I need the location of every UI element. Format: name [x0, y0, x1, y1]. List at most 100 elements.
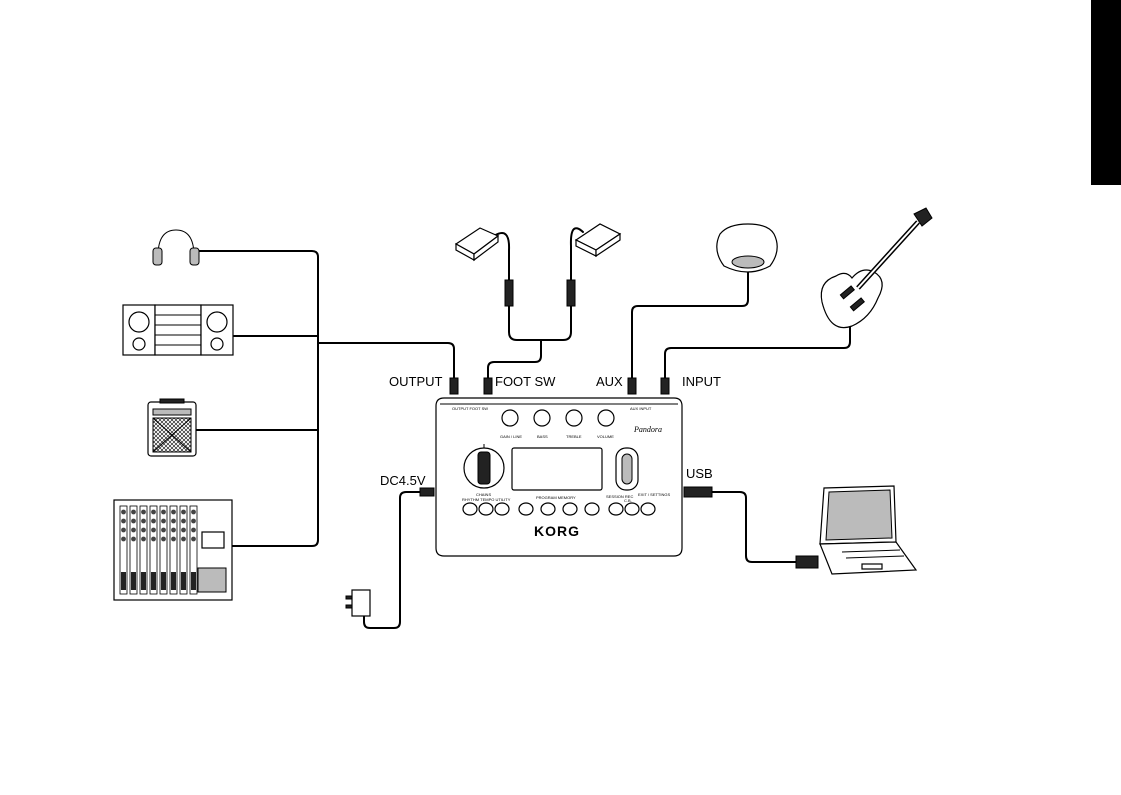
- cb-label: C.B.: [624, 498, 632, 503]
- mixer-knob: [131, 519, 136, 524]
- treble-knob[interactable]: [566, 410, 582, 426]
- rhythm-tempo-utility-label: RHYTHM TEMPO UTILITY: [462, 497, 511, 502]
- input-plug: [661, 378, 669, 394]
- mixer-knob: [131, 510, 136, 515]
- fs-plug-right: [567, 280, 575, 306]
- mixer-knob: [191, 528, 196, 533]
- section-tab: [1091, 0, 1121, 185]
- cb-button[interactable]: [625, 503, 639, 515]
- mixer-knob: [151, 519, 156, 524]
- mixer-knob: [151, 537, 156, 542]
- brand-logo: KORG: [534, 523, 580, 539]
- program-memory-label: PROGRAM MEMORY: [536, 495, 576, 500]
- knob-label-bass: BASS: [537, 434, 548, 439]
- mixer-knob: [181, 510, 186, 515]
- mixer-knob: [141, 519, 146, 524]
- mixer-knob: [171, 528, 176, 533]
- mixer-fader: [191, 572, 196, 590]
- rhythm-button[interactable]: [463, 503, 477, 515]
- mixer-icon: [114, 500, 232, 600]
- mixer-knob: [171, 510, 176, 515]
- headphones-icon: [153, 230, 199, 265]
- mixer-knob: [121, 510, 126, 515]
- mixer-fader: [141, 572, 146, 590]
- usb-cable: [712, 492, 800, 562]
- mixer-knob: [151, 528, 156, 533]
- dc-plug: [420, 488, 434, 496]
- mixer-knob: [131, 528, 136, 533]
- mixer-knob: [191, 510, 196, 515]
- model-logo: Pandora: [633, 425, 662, 434]
- mixer-knob: [131, 537, 136, 542]
- jack-labels-left: OUTPUT FOOT SW: [452, 406, 488, 411]
- footsw-plug: [484, 378, 492, 394]
- guitar-amp-icon: [148, 399, 196, 456]
- mixer-knob: [161, 519, 166, 524]
- mixer-knob: [171, 537, 176, 542]
- aux-plug: [628, 378, 636, 394]
- session-rec-button[interactable]: [609, 503, 623, 515]
- jack-labels-right: AUX INPUT: [630, 406, 652, 411]
- knob-label-treble: TREBLE: [566, 434, 582, 439]
- usb-plug: [684, 487, 712, 497]
- volume-knob[interactable]: [598, 410, 614, 426]
- usb-plug-laptop: [796, 556, 818, 568]
- mixer-knob: [161, 528, 166, 533]
- value-slider[interactable]: [616, 448, 638, 490]
- ac-adapter-icon: [346, 590, 370, 616]
- fs-plug-left: [505, 280, 513, 306]
- dc-cable: [364, 492, 424, 628]
- gain-knob[interactable]: [502, 410, 518, 426]
- mixer-knob: [191, 519, 196, 524]
- mixer-knob: [171, 519, 176, 524]
- tempo-button[interactable]: [479, 503, 493, 515]
- foot-switch-icon: [456, 228, 498, 260]
- bass-knob[interactable]: [534, 410, 550, 426]
- mixer-fader: [151, 572, 156, 590]
- mixer-knob: [181, 519, 186, 524]
- mixer-knob: [151, 510, 156, 515]
- program-4-button[interactable]: [585, 503, 599, 515]
- label-usb: USB: [686, 466, 713, 481]
- mixer-knob: [161, 510, 166, 515]
- stereo-system-icon: [123, 305, 233, 355]
- mixer-knob: [121, 519, 126, 524]
- mixer-knob: [121, 528, 126, 533]
- mixer-knob: [141, 537, 146, 542]
- label-output: OUTPUT: [389, 374, 443, 389]
- aux-cable: [632, 270, 748, 382]
- program-1-button[interactable]: [519, 503, 533, 515]
- knob-label-volume: VOLUME: [597, 434, 614, 439]
- input-cable: [665, 322, 850, 382]
- mixer-knob: [121, 537, 126, 542]
- multi-effects-unit: OUTPUT FOOT SW AUX INPUT GAIN / LINE BAS…: [436, 398, 682, 556]
- label-dc: DC4.5V: [380, 473, 426, 488]
- program-3-button[interactable]: [563, 503, 577, 515]
- foot-switch-icon: [576, 224, 620, 256]
- mixer-fader: [171, 572, 176, 590]
- mixer-knob: [141, 510, 146, 515]
- laptop-icon: [820, 486, 916, 574]
- label-foot-sw: FOOT SW: [495, 374, 556, 389]
- audio-player-icon: [717, 224, 777, 272]
- mixer-fader: [121, 572, 126, 590]
- mixer-fader: [161, 572, 166, 590]
- mixer-knob: [141, 528, 146, 533]
- knob-label-gain: GAIN / LINE: [500, 434, 522, 439]
- exit-settings-label: EXIT / SETTINGS: [638, 492, 670, 497]
- lcd-display: [512, 448, 602, 490]
- electric-guitar-icon: [821, 208, 932, 328]
- label-input: INPUT: [682, 374, 721, 389]
- utility-button[interactable]: [495, 503, 509, 515]
- mixer-knob: [191, 537, 196, 542]
- mixer-fader: [131, 572, 136, 590]
- program-2-button[interactable]: [541, 503, 555, 515]
- mixer-knob: [161, 537, 166, 542]
- output-plug: [450, 378, 458, 394]
- label-aux: AUX: [596, 374, 623, 389]
- exit-button[interactable]: [641, 503, 655, 515]
- mixer-knob: [181, 528, 186, 533]
- mixer-knob: [181, 537, 186, 542]
- mixer-fader: [181, 572, 186, 590]
